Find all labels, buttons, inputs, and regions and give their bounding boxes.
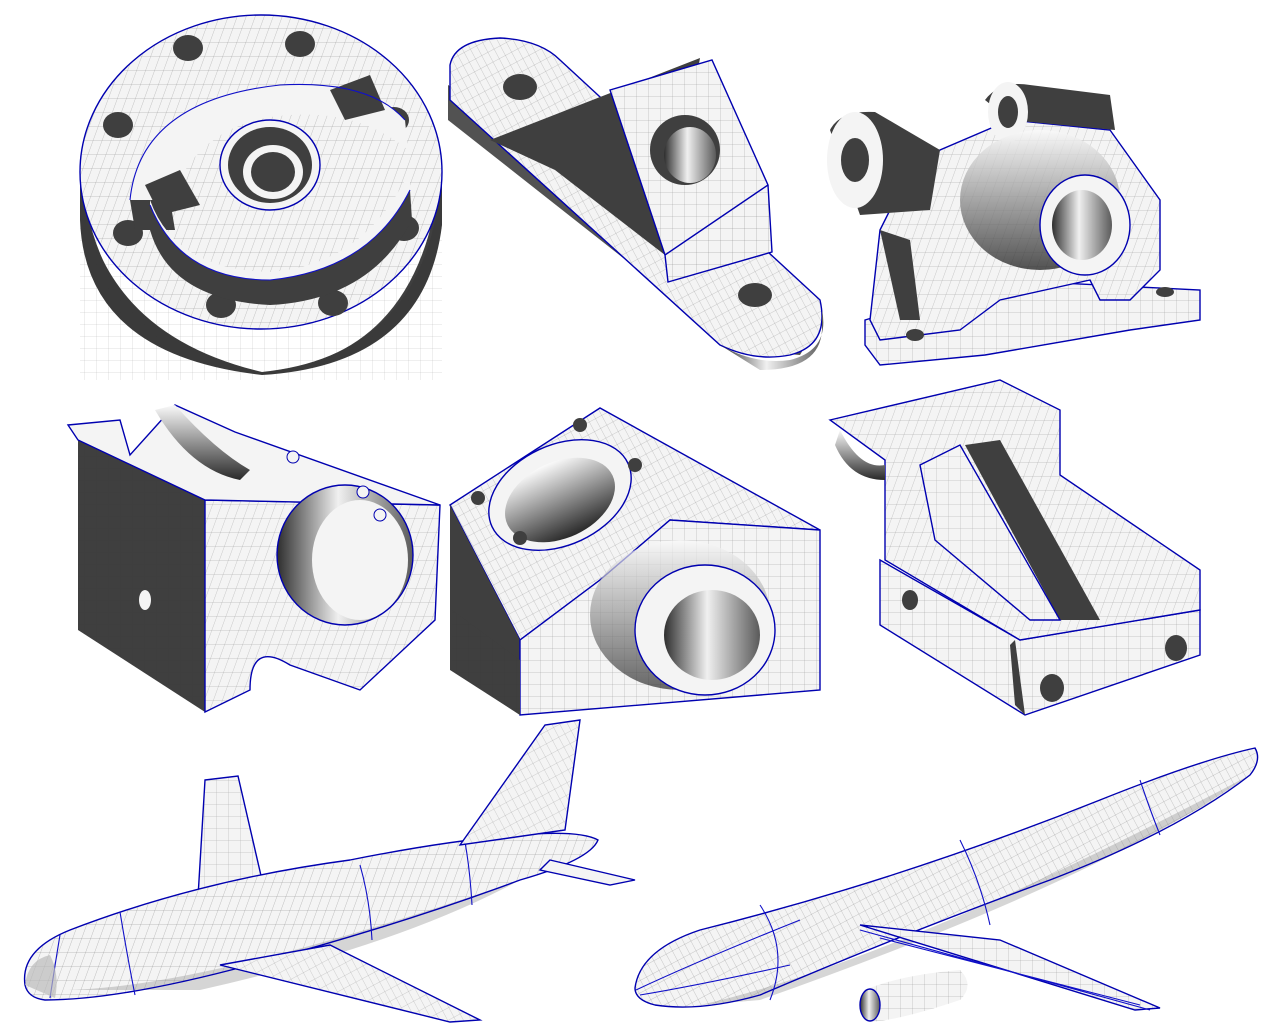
flange-model [79, 14, 443, 380]
airliner-side-model [23, 719, 636, 1023]
bracket-arm-model [448, 37, 824, 370]
angled-block-model [449, 407, 821, 716]
rib-support-model [828, 379, 1201, 716]
pillow-block-model [66, 404, 441, 714]
bearing-housing-model [827, 82, 1201, 366]
airliner-top-model [634, 747, 1259, 1022]
